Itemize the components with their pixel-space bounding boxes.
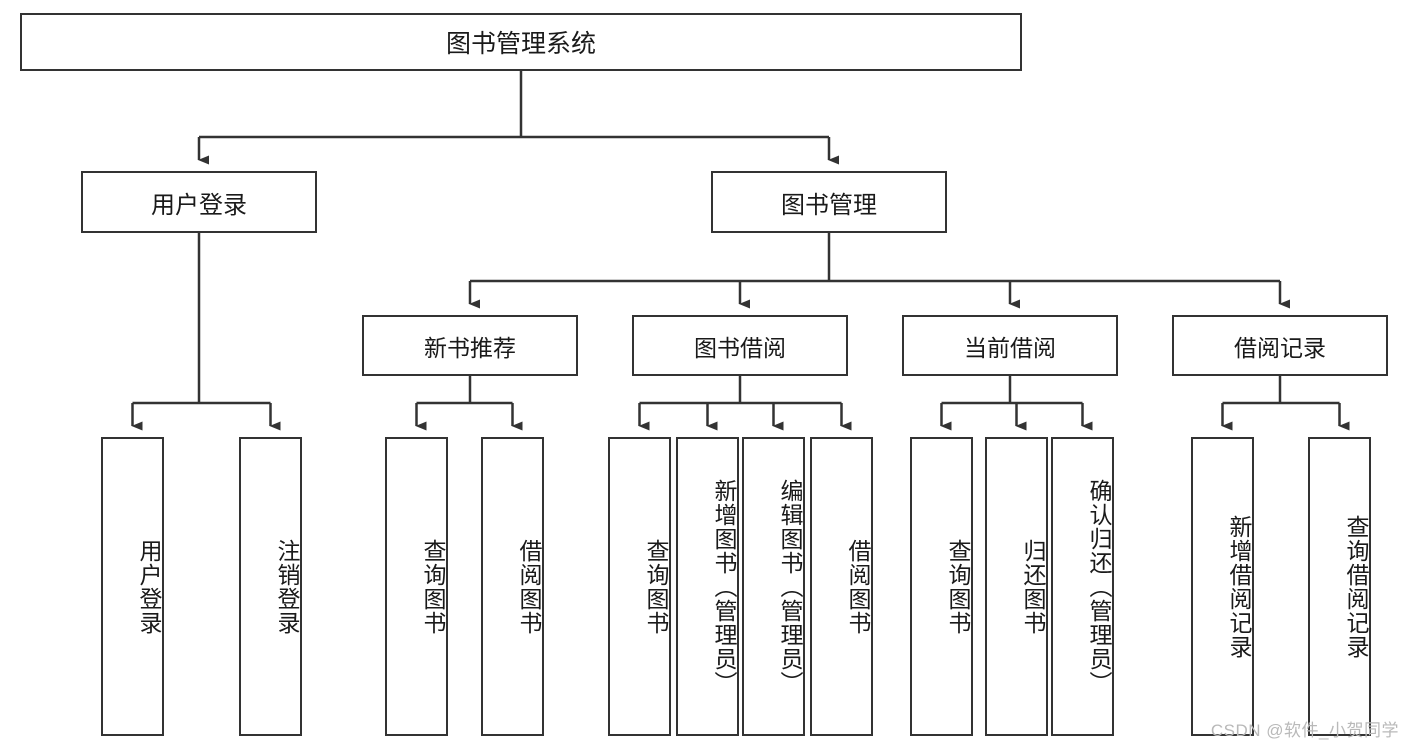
node-leaf-cur-return[interactable]: 归还图书: [985, 437, 1048, 736]
node-root[interactable]: 图书管理系统: [20, 13, 1022, 71]
node-leaf-user-login-label: 用户登录: [136, 538, 162, 635]
node-leaf-borrow-lend[interactable]: 借阅图书: [810, 437, 873, 736]
node-leaf-rec-query-label: 查询图书: [420, 538, 446, 635]
node-leaf-user-logout[interactable]: 注销登录: [239, 437, 302, 736]
node-book-manage[interactable]: 图书管理: [711, 171, 947, 233]
node-borrow-record[interactable]: 借阅记录: [1172, 315, 1388, 376]
node-leaf-rec-borrow[interactable]: 借阅图书: [481, 437, 544, 736]
node-borrow-record-label: 借阅记录: [1234, 334, 1326, 361]
node-book-borrow-label: 图书借阅: [694, 334, 786, 361]
node-current-borrow-label: 当前借阅: [964, 334, 1056, 361]
node-leaf-borrow-edit-label: 编辑图书（管理员）: [777, 478, 803, 695]
node-leaf-rec-query2-label: 查询借阅记录: [1343, 514, 1369, 659]
node-leaf-rec-add[interactable]: 新增借阅记录: [1191, 437, 1254, 736]
node-leaf-borrow-add-label: 新增图书（管理员）: [711, 478, 737, 695]
node-leaf-cur-query-label: 查询图书: [945, 538, 971, 635]
node-current-borrow[interactable]: 当前借阅: [902, 315, 1118, 376]
node-user-login-label: 用户登录: [151, 191, 247, 219]
node-book-borrow[interactable]: 图书借阅: [632, 315, 848, 376]
node-leaf-rec-query[interactable]: 查询图书: [385, 437, 448, 736]
node-leaf-user-login[interactable]: 用户登录: [101, 437, 164, 736]
node-leaf-cur-confirm-label: 确认归还（管理员）: [1086, 478, 1112, 695]
node-user-login[interactable]: 用户登录: [81, 171, 317, 233]
node-leaf-user-logout-label: 注销登录: [274, 538, 300, 635]
node-new-book-rec[interactable]: 新书推荐: [362, 315, 578, 376]
node-leaf-rec-borrow-label: 借阅图书: [516, 538, 542, 635]
node-leaf-borrow-query-label: 查询图书: [643, 538, 669, 635]
node-leaf-borrow-lend-label: 借阅图书: [845, 538, 871, 635]
node-leaf-cur-confirm[interactable]: 确认归还（管理员）: [1051, 437, 1114, 736]
node-leaf-cur-query[interactable]: 查询图书: [910, 437, 973, 736]
node-leaf-borrow-edit[interactable]: 编辑图书（管理员）: [742, 437, 805, 736]
node-root-label: 图书管理系统: [445, 30, 596, 58]
node-leaf-borrow-add[interactable]: 新增图书（管理员）: [676, 437, 739, 736]
node-leaf-rec-query2[interactable]: 查询借阅记录: [1308, 437, 1371, 736]
node-leaf-borrow-query[interactable]: 查询图书: [608, 437, 671, 736]
node-leaf-rec-add-label: 新增借阅记录: [1226, 514, 1252, 659]
node-leaf-cur-return-label: 归还图书: [1020, 538, 1046, 635]
node-new-book-rec-label: 新书推荐: [424, 334, 516, 361]
node-book-manage-label: 图书管理: [781, 191, 877, 219]
